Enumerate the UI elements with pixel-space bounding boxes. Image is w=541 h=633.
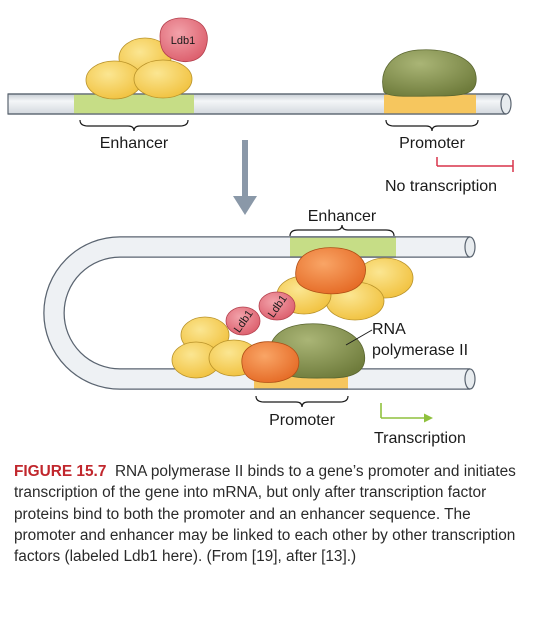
enhancer-brace-bottom	[289, 224, 395, 237]
process-arrow	[233, 140, 257, 215]
enhancer-region-top	[74, 94, 194, 114]
rna-polymerase-label-line1: RNA	[372, 321, 406, 338]
promoter-brace-bottom	[255, 395, 349, 408]
promoter-label-top: Promoter	[399, 135, 465, 152]
transcription-label: Transcription	[374, 430, 466, 447]
dna-loop	[43, 236, 476, 390]
enhancer-label-bottom: Enhancer	[308, 208, 377, 225]
bottom-panel: Enhancer	[43, 208, 476, 447]
ldb1-label-top: Ldb1	[171, 35, 195, 47]
rna-polymerase-pointer	[345, 329, 373, 346]
rna-polymerase-label-line2: polymerase II	[372, 342, 468, 359]
top-panel: Ldb1 Enhancer Promoter No transcription	[7, 17, 514, 195]
figure-label: FIGURE 15.7	[14, 463, 107, 480]
enhancer-promoter-diagram: Ldb1 Enhancer Promoter No transcription …	[7, 17, 514, 447]
rna-polymerase-top	[382, 49, 477, 97]
enhancer-orange-factor	[295, 247, 366, 295]
promoter-factor-cluster	[171, 316, 260, 379]
ldb1-protein-top: Ldb1	[159, 17, 208, 63]
figure-caption: FIGURE 15.7 RNA polymerase II binds to a…	[14, 461, 530, 567]
no-transcription-bar	[436, 157, 514, 172]
enhancer-label-top: Enhancer	[100, 135, 169, 152]
caption-text: RNA polymerase II binds to a gene’s prom…	[14, 463, 516, 566]
promoter-brace-top	[385, 119, 479, 132]
no-transcription-label: No transcription	[385, 178, 497, 195]
enhancer-brace-top	[79, 119, 189, 132]
ldb1-protein-b: Ldb1	[258, 291, 296, 321]
promoter-region-top	[384, 94, 476, 114]
enhancer-factor-cluster	[276, 247, 414, 321]
transcription-factor-cluster-top	[85, 37, 193, 100]
ldb1-protein-a: Ldb1	[225, 306, 261, 336]
transcription-arrow	[380, 403, 433, 423]
promoter-orange-factor	[241, 341, 300, 383]
promoter-label-bottom: Promoter	[269, 412, 335, 429]
